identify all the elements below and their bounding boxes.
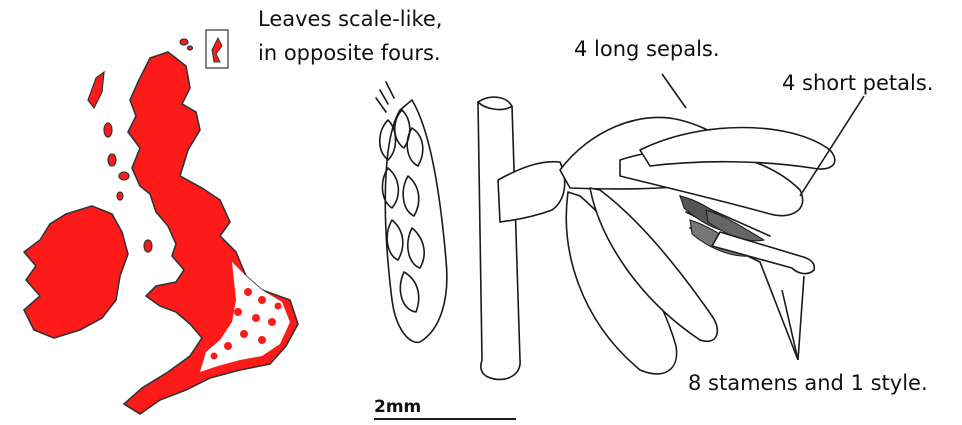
leaves-label-line2: in opposite fours. <box>258 41 441 65</box>
main-stem <box>478 97 520 379</box>
map-western-isles <box>88 72 129 200</box>
stamens-label: 8 stamens and 1 style. <box>688 371 928 395</box>
distribution-map <box>24 30 298 414</box>
map-shetland <box>212 38 222 62</box>
scale-bar: 2mm <box>374 397 516 419</box>
leafy-shoot <box>376 82 447 342</box>
scale-bar-label: 2mm <box>374 397 421 417</box>
plant-drawing <box>376 82 835 379</box>
sepals-label: 4 long sepals. <box>574 37 720 61</box>
stamens-leader-2 <box>798 276 804 360</box>
map-orkney <box>180 39 193 50</box>
sepals-leader <box>662 74 686 108</box>
stamens-leader-3 <box>760 262 798 360</box>
leaves-label-line1: Leaves scale-like, <box>258 7 442 31</box>
map-ireland <box>24 206 128 338</box>
map-isle-of-man <box>144 240 152 252</box>
petals-label: 4 short petals. <box>782 71 933 95</box>
